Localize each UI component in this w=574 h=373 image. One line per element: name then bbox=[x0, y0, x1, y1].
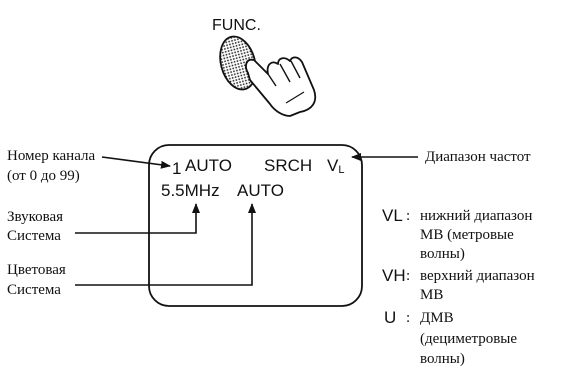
color-pointer-line bbox=[75, 203, 256, 286]
screen-channel-number: 1 bbox=[172, 159, 181, 178]
label-sound-line1: Звуковая bbox=[7, 209, 63, 225]
legend-vl-sep: : bbox=[406, 208, 410, 224]
sound-pointer-line bbox=[75, 203, 200, 234]
screen-color-system: AUTO bbox=[237, 181, 284, 200]
legend-u-line1: ДМВ bbox=[420, 310, 454, 326]
label-color-line1: Цветовая bbox=[7, 262, 66, 278]
screen-band-sub: L bbox=[338, 164, 344, 176]
func-button-icon[interactable] bbox=[215, 33, 262, 94]
tv-screen-frame bbox=[148, 144, 363, 307]
legend-u-line2: (дециметровые bbox=[420, 331, 517, 347]
screen-mode: AUTO bbox=[185, 156, 232, 175]
pressing-hand-icon bbox=[245, 56, 317, 117]
screen-band-main: V bbox=[327, 156, 339, 175]
legend-u-sep: : bbox=[406, 310, 410, 326]
legend-vh-code: VH bbox=[382, 266, 406, 285]
legend-vl-line3: волны) bbox=[420, 246, 465, 262]
func-button-label: FUNC. bbox=[212, 17, 261, 34]
label-channel-line1: Номер канала bbox=[7, 148, 95, 164]
label-channel-line2: (от 0 до 99) bbox=[7, 168, 80, 184]
legend-vh-sep: : bbox=[406, 268, 410, 284]
legend-u-line3: волны) bbox=[420, 351, 465, 367]
legend-vh-line1: верхний диапазон bbox=[420, 268, 535, 284]
screen-band: VL bbox=[327, 156, 344, 176]
channel-pointer-line bbox=[101, 156, 171, 169]
legend-u-code: U bbox=[384, 308, 396, 327]
label-color-line2: Система bbox=[7, 282, 61, 298]
legend-vl-line1: нижний диапазон bbox=[420, 208, 532, 224]
label-band: Диапазон частот bbox=[425, 149, 531, 165]
band-legend: VL : нижний диапазон МВ (метровые волны)… bbox=[382, 206, 535, 367]
legend-vl-code: VL bbox=[382, 206, 403, 225]
legend-vh-line2: МВ bbox=[420, 287, 443, 303]
legend-vl-line2: МВ (метровые bbox=[420, 227, 514, 243]
screen-sound-system: 5.5MHz bbox=[161, 181, 220, 200]
screen-search: SRCH bbox=[264, 156, 312, 175]
label-sound-line2: Система bbox=[7, 228, 61, 244]
